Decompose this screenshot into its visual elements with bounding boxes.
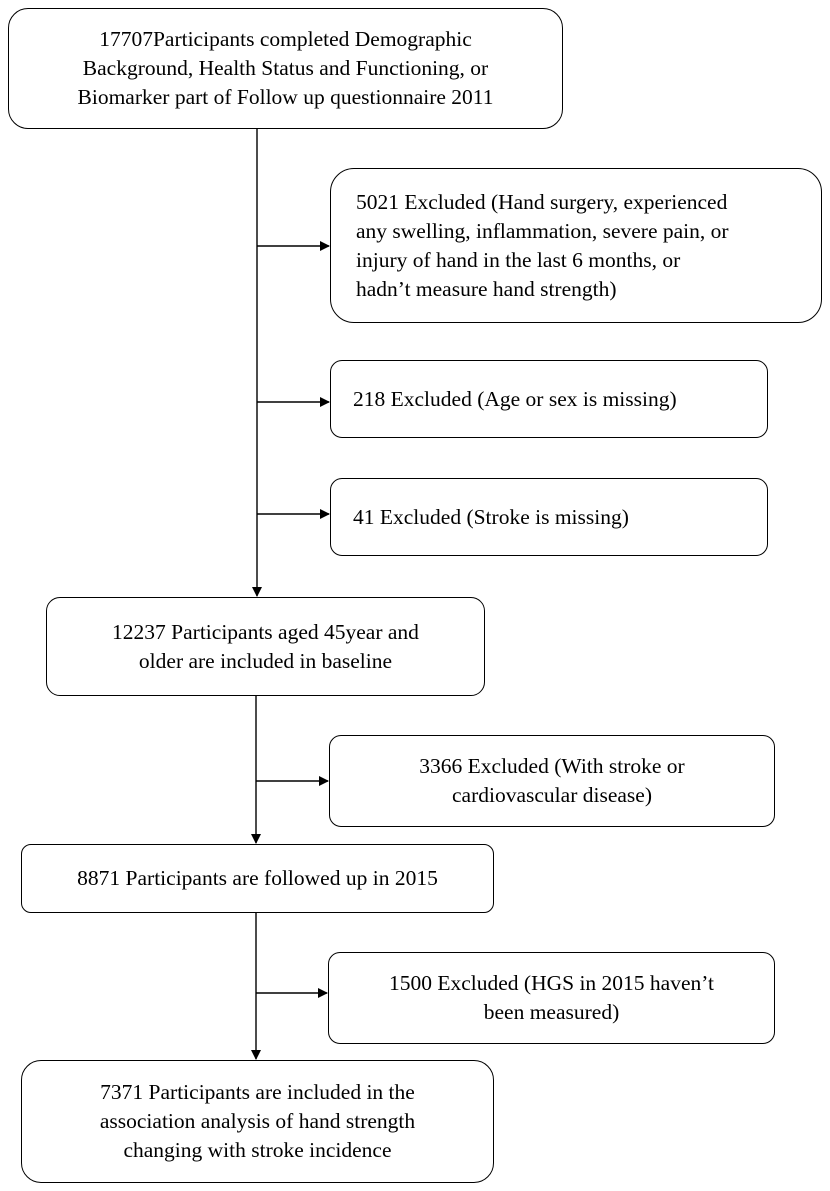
exclusion-5-text: 1500 Excluded (HGS in 2015 haven’t been … xyxy=(389,969,714,1027)
exclusion-2-line-1: 218 Excluded (Age or sex is missing) xyxy=(353,386,677,411)
exclusion-box-4: 3366 Excluded (With stroke or cardiovasc… xyxy=(329,735,775,827)
exclusion-3-line-1: 41 Excluded (Stroke is missing) xyxy=(353,504,629,529)
baseline-line-2: older are included in baseline xyxy=(138,648,393,673)
baseline-box: 12237 Participants aged 45year and older… xyxy=(46,597,485,696)
final-line-1: 7371 Participants are included in the xyxy=(100,1080,415,1104)
start-line-1: 17707Participants completed Demographic xyxy=(99,27,472,51)
exclusion-box-5: 1500 Excluded (HGS in 2015 haven’t been … xyxy=(328,952,775,1044)
exclusion-1-line-4: hadn’t measure hand strength) xyxy=(356,276,617,301)
start-box: 17707Participants completed Demographic … xyxy=(8,8,563,129)
followup-box: 8871 Participants are followed up in 201… xyxy=(21,844,494,913)
exclusion-4-line-1: 3366 Excluded (With stroke or xyxy=(419,754,685,778)
start-line-3: Biomarker part of Follow up questionnair… xyxy=(77,85,494,109)
start-line-2: Background, Health Status and Functionin… xyxy=(82,56,489,80)
final-line-3: changing with stroke incidence xyxy=(123,1138,392,1162)
exclusion-box-1: 5021 Excluded (Hand surgery, experienced… xyxy=(330,168,822,323)
exclusion-1-text: 5021 Excluded (Hand surgery, experienced… xyxy=(356,188,729,304)
baseline-box-text: 12237 Participants aged 45year and older… xyxy=(112,618,419,676)
final-box-text: 7371 Participants are included in the as… xyxy=(100,1078,415,1165)
exclusion-4-line-2: cardiovascular disease) xyxy=(452,783,652,807)
exclusion-1-line-2: any swelling, inflammation, severe pain,… xyxy=(356,218,729,243)
followup-line-1: 8871 Participants are followed up in 201… xyxy=(77,866,438,890)
start-box-text: 17707Participants completed Demographic … xyxy=(78,25,494,112)
final-line-2: association analysis of hand strength xyxy=(99,1109,416,1133)
final-box: 7371 Participants are included in the as… xyxy=(21,1060,494,1183)
baseline-line-1: 12237 Participants aged 45year and xyxy=(112,619,419,644)
exclusion-box-3: 41 Excluded (Stroke is missing) xyxy=(330,478,768,556)
exclusion-1-line-1: 5021 Excluded (Hand surgery, experienced xyxy=(356,189,728,214)
exclusion-1-line-3: injury of hand in the last 6 months, or xyxy=(356,247,681,272)
exclusion-4-text: 3366 Excluded (With stroke or cardiovasc… xyxy=(419,752,684,810)
exclusion-5-line-1: 1500 Excluded (HGS in 2015 haven’t xyxy=(388,971,715,995)
exclusion-box-2: 218 Excluded (Age or sex is missing) xyxy=(330,360,768,438)
exclusion-5-line-2: been measured) xyxy=(483,1000,620,1024)
